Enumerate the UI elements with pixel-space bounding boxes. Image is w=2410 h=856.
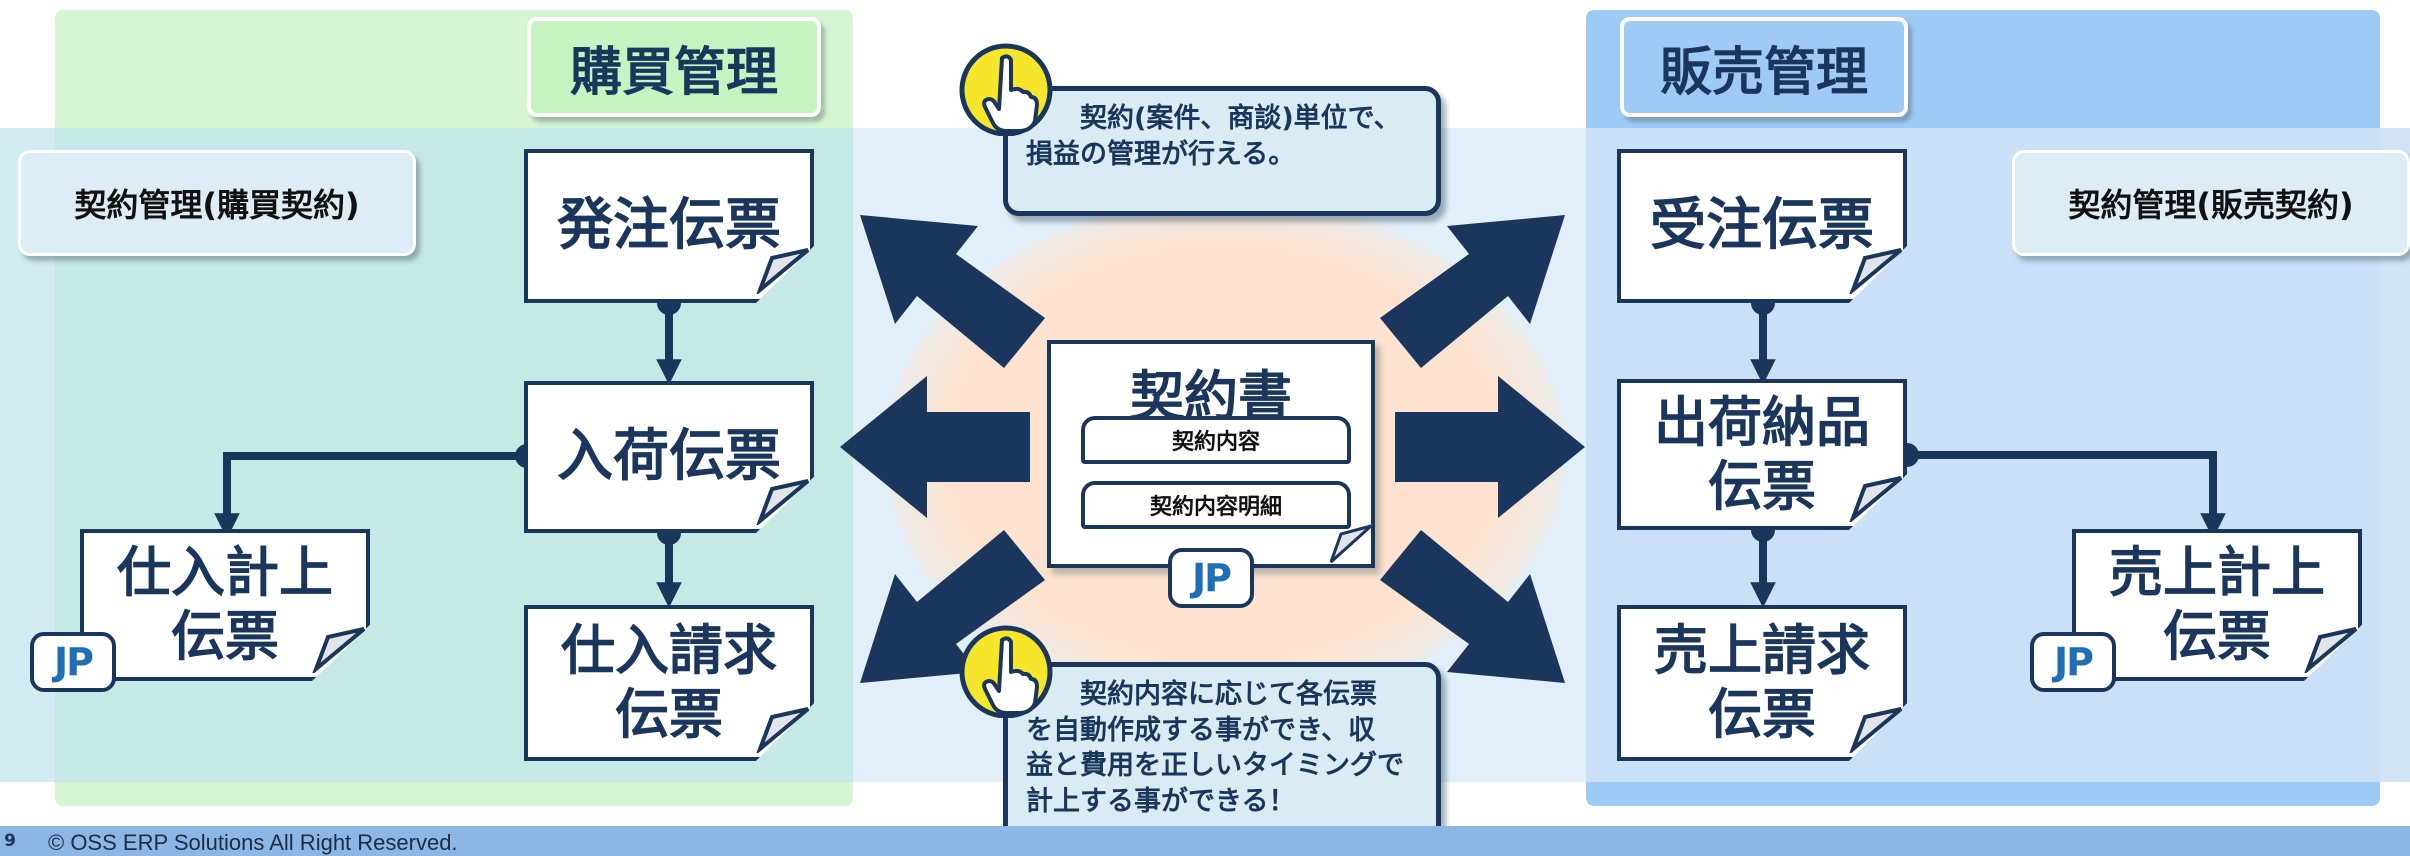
purchase-management-title: 購買管理 [527, 17, 821, 117]
sales-invoice-slip-label: 売上請求 伝票 [1654, 619, 1870, 746]
contract-document: 契約書 契約内容 契約内容明細 [1047, 340, 1375, 568]
fold-corner-icon [2304, 627, 2358, 673]
arrow-icon-left [840, 376, 1030, 518]
shipment-delivery-slip: 出荷納品 伝票 [1617, 379, 1907, 530]
profit-management-callout: 契約(案件、商談)単位で、 損益の管理が行える。 [1003, 86, 1441, 216]
page-number: 9 [0, 826, 20, 856]
copyright-text: © OSS ERP Solutions All Right Reserved. [48, 830, 458, 855]
receiving-slip: 入荷伝票 [524, 381, 814, 533]
contract-detail-row: 契約内容明細 [1081, 481, 1351, 529]
shipment-delivery-slip-label: 出荷納品 伝票 [1654, 390, 1870, 518]
fold-corner-icon [756, 707, 810, 753]
fold-corner-icon [312, 627, 366, 673]
order-slip: 発注伝票 [524, 149, 814, 303]
sales-record-slip-label: 売上計上 伝票 [2109, 541, 2325, 668]
purchase-record-slip: 仕入計上 伝票 [80, 529, 370, 681]
fold-corner-icon [1849, 476, 1903, 522]
hand-pointing-up-icon [959, 43, 1053, 136]
footer-bar [0, 826, 2410, 856]
arrow-icon-down-left [860, 530, 1045, 683]
arrow-icon-up-left [860, 215, 1045, 368]
sales-invoice-slip: 売上請求 伝票 [1617, 605, 1907, 761]
arrow-icon-up-right [1380, 215, 1565, 368]
order-slip-label: 発注伝票 [557, 192, 781, 258]
arrow-icon-right [1395, 376, 1585, 518]
sales-record-slip: 売上計上 伝票 [2072, 529, 2362, 681]
fold-corner-icon [1329, 524, 1373, 564]
received-order-slip: 受注伝票 [1617, 149, 1907, 303]
fold-corner-icon [1849, 248, 1903, 294]
arrow-icon-down-right [1380, 530, 1565, 683]
purchase-record-slip-label: 仕入計上 伝票 [117, 541, 333, 668]
jp-logo-icon: JP [1168, 548, 1254, 608]
receiving-slip-label: 入荷伝票 [557, 423, 781, 489]
purchase-contract-management-label: 契約管理(購買契約) [18, 150, 416, 256]
purchase-invoice-slip-label: 仕入請求 伝票 [561, 619, 777, 746]
fold-corner-icon [756, 248, 810, 294]
sales-contract-management-label: 契約管理(販売契約) [2012, 150, 2410, 256]
purchase-invoice-slip: 仕入請求 伝票 [524, 605, 814, 761]
contract-content-row: 契約内容 [1081, 416, 1351, 464]
hand-pointing-up-icon [959, 625, 1053, 718]
auto-slip-creation-callout: 契約内容に応じて各伝票 を自動作成する事ができ、収 益と費用を正しいタイミングで… [1003, 662, 1441, 852]
receiving-to-purchase-record-connector [214, 452, 527, 539]
received-order-slip-label: 受注伝票 [1650, 192, 1874, 258]
jp-logo-icon: JP [30, 632, 116, 692]
jp-logo-icon: JP [2030, 632, 2116, 692]
fold-corner-icon [1849, 707, 1903, 753]
shipment-to-sales-record-connector [1907, 451, 2226, 539]
sales-management-title: 販売管理 [1620, 17, 1908, 117]
fold-corner-icon [756, 479, 810, 525]
